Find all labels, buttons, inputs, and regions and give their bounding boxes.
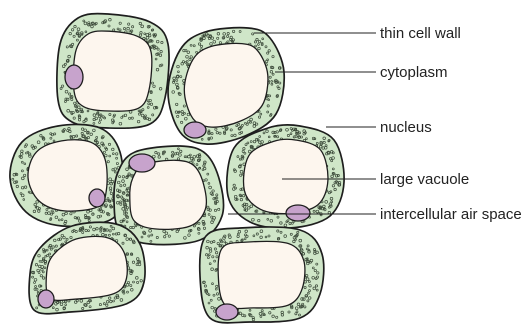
large-vacuole xyxy=(218,241,305,308)
nucleus xyxy=(286,205,310,221)
nucleus xyxy=(129,154,155,172)
cell-top-left xyxy=(57,14,169,129)
labels: thin cell wall cytoplasm nucleus large v… xyxy=(380,25,522,223)
nucleus xyxy=(65,65,83,89)
cell-top-center xyxy=(168,28,284,144)
nucleus xyxy=(38,290,54,308)
label-intercellular-air-space: intercellular air space xyxy=(380,206,522,223)
cell-middle-center xyxy=(114,146,224,245)
large-vacuole xyxy=(73,31,152,111)
nucleus xyxy=(89,189,105,207)
nucleus xyxy=(184,122,206,138)
cell-bottom-left xyxy=(29,222,145,314)
cell-bottom-right xyxy=(200,227,324,323)
label-large-vacuole: large vacuole xyxy=(380,171,469,188)
cell-middle-left xyxy=(10,124,123,226)
nucleus xyxy=(216,304,238,320)
label-cytoplasm: cytoplasm xyxy=(380,64,448,81)
label-nucleus: nucleus xyxy=(380,119,432,136)
cells-layer xyxy=(10,14,344,323)
label-thin-cell-wall: thin cell wall xyxy=(380,25,461,42)
large-vacuole xyxy=(244,139,328,213)
cell-middle-right xyxy=(227,125,344,228)
